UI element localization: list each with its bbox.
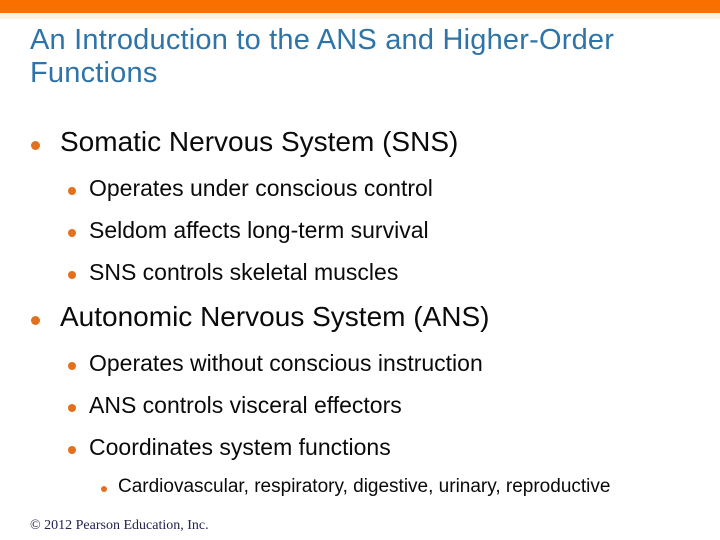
bullet-line-sns-item-3: SNS controls skeletal muscles xyxy=(0,259,710,285)
bullet-dot xyxy=(68,404,76,412)
bullet-text: Seldom affects long-term survival xyxy=(89,217,429,243)
bullet-dot xyxy=(68,446,76,454)
slide-title-line2: Functions xyxy=(30,57,158,89)
bullet-dot xyxy=(31,316,40,325)
accent-stripe xyxy=(0,13,720,19)
bullet-dot xyxy=(31,141,40,150)
bullet-dot xyxy=(68,271,76,279)
bullet-text: Autonomic Nervous System (ANS) xyxy=(60,301,490,332)
bullet-line-ans-item-1: Operates without conscious instruction xyxy=(0,350,710,376)
slide-title: An Introduction to the ANS and Higher-Or… xyxy=(30,24,700,90)
top-accent-bar xyxy=(0,0,720,13)
bullet-text: ANS controls visceral effectors xyxy=(89,392,402,418)
bullet-dot xyxy=(68,229,76,237)
bullet-text: Operates without conscious instruction xyxy=(89,350,483,376)
bullet-line-ans-item-3: Coordinates system functions xyxy=(0,434,710,460)
slide-title-line1: An Introduction to the ANS and Higher-Or… xyxy=(30,24,615,56)
bullet-line-ans-item-2: ANS controls visceral effectors xyxy=(0,392,710,418)
bullet-line-ans-subitem-1: Cardiovascular, respiratory, digestive, … xyxy=(0,476,710,498)
bullet-text: Coordinates system functions xyxy=(89,434,391,460)
bullet-text: Operates under conscious control xyxy=(89,175,433,201)
bullet-dot xyxy=(68,362,76,370)
bullet-line-ans-heading: Autonomic Nervous System (ANS) xyxy=(0,302,710,332)
bullet-line-sns-heading: Somatic Nervous System (SNS) xyxy=(0,127,710,157)
copyright-footer: © 2012 Pearson Education, Inc. xyxy=(30,518,209,533)
bullet-dot xyxy=(101,486,107,492)
bullet-text: SNS controls skeletal muscles xyxy=(89,259,399,285)
bullet-line-sns-item-1: Operates under conscious control xyxy=(0,175,710,201)
bullet-line-sns-item-2: Seldom affects long-term survival xyxy=(0,217,710,243)
bullet-text: Somatic Nervous System (SNS) xyxy=(60,126,459,157)
bullet-text: Cardiovascular, respiratory, digestive, … xyxy=(118,476,611,497)
bullet-dot xyxy=(68,187,76,195)
